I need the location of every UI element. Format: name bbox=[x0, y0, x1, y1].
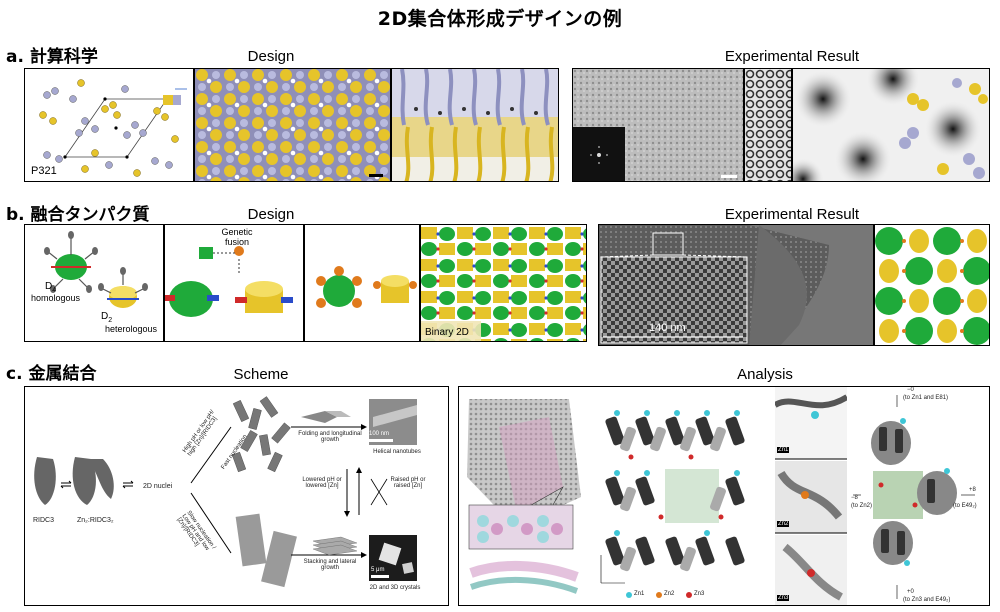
crystal-model bbox=[875, 225, 989, 345]
side-view-image bbox=[392, 69, 558, 181]
crystals-label: 2D and 3D crystals bbox=[369, 585, 421, 591]
plus8-label: +8 bbox=[969, 487, 976, 493]
helical-nanotubes-label: Helical nanotubes bbox=[373, 449, 421, 455]
legend-zn2: Zn2 bbox=[664, 591, 675, 597]
minus8-label: −8 bbox=[851, 495, 858, 501]
section-a-label: a. 計算科学 bbox=[6, 47, 98, 67]
divider bbox=[390, 69, 392, 181]
tem-image: 140 nm bbox=[599, 225, 873, 345]
divider bbox=[303, 225, 305, 341]
to-zn1-label: (to Zn1 and E81) bbox=[903, 395, 949, 401]
em-zoom-image bbox=[745, 69, 791, 181]
divider bbox=[193, 69, 195, 181]
scale-bar-label: 140 nm bbox=[649, 322, 686, 334]
d2-symbol: D2 bbox=[101, 311, 113, 324]
em-micrograph bbox=[573, 69, 743, 181]
scale-5um: 5 μm bbox=[371, 567, 385, 573]
lattice-diagram: P321 bbox=[25, 69, 193, 181]
section-b-result-panel: 140 nm bbox=[598, 224, 990, 346]
section-a-design-label: Design bbox=[247, 48, 295, 65]
crystal-packing-panel: Zn1 Zn2 Zn3 bbox=[595, 387, 773, 605]
divider bbox=[743, 69, 745, 181]
stacking-label: Stacking and lateral growth bbox=[303, 559, 357, 571]
zn1-panel-label: Zn1 bbox=[777, 447, 790, 453]
binary-2d-lattice: Binary 2D bbox=[421, 225, 586, 341]
fused-components bbox=[305, 225, 419, 341]
genetic-fusion-label: Genetic fusion bbox=[221, 227, 253, 247]
genetic-fusion-svg bbox=[165, 246, 293, 317]
genetic-fusion-step: Genetic fusion bbox=[165, 225, 303, 341]
d4-description: homologous bbox=[31, 293, 81, 303]
symmetry-label: P321 bbox=[31, 165, 57, 177]
lattice-em-svg bbox=[467, 399, 581, 594]
tem-image-svg bbox=[599, 225, 873, 345]
section-c-scheme-panel: RIDC3 Zn₂:RIDC3₂ 2D nuclei High pH or lo… bbox=[24, 386, 449, 606]
section-b-design-panel: D4 homologous D2 heterologous Genetic fu… bbox=[24, 224, 587, 342]
density-map-svg bbox=[793, 69, 989, 181]
scheme-diagram-svg bbox=[34, 396, 417, 588]
page-title: 2D集合体形成デザインの例 bbox=[377, 8, 623, 30]
section-a-result-label: Experimental Result bbox=[724, 48, 860, 65]
scale-100nm: 100 nm bbox=[369, 431, 390, 437]
zn3-panel-label: Zn3 bbox=[777, 595, 790, 601]
nuclei-label: 2D nuclei bbox=[143, 483, 173, 490]
divider bbox=[791, 69, 793, 181]
zinc-sites-panel: Zn1 Zn2 Zn3 bbox=[775, 387, 847, 605]
binary-2d-label: Binary 2D bbox=[425, 327, 469, 338]
section-c-analysis-label: Analysis bbox=[737, 366, 793, 383]
section-b-result-label: Experimental Result bbox=[724, 206, 860, 223]
zn-ridc3-label: Zn₂:RIDC3₂ bbox=[77, 517, 114, 524]
lattice-diagram-svg bbox=[39, 79, 187, 177]
d4-symbol: D4 bbox=[45, 281, 57, 294]
divider bbox=[419, 225, 421, 341]
section-a-result-panel bbox=[572, 68, 990, 182]
section-c-scheme-label: Scheme bbox=[233, 366, 289, 383]
lattice-em-panel bbox=[459, 387, 593, 605]
protein-interaction-svg bbox=[853, 395, 975, 599]
side-view-svg bbox=[392, 69, 558, 181]
section-b-label: b. 融合タンパク質 bbox=[6, 205, 150, 225]
divider bbox=[163, 225, 165, 341]
legend-zn1: Zn1 bbox=[634, 591, 645, 597]
symmetry-building-blocks: D4 homologous D2 heterologous bbox=[25, 225, 163, 341]
divider bbox=[873, 225, 875, 345]
to-e49-label: (to E49₂) bbox=[953, 503, 977, 509]
zn2-panel-label: Zn2 bbox=[777, 521, 790, 527]
density-map bbox=[793, 69, 989, 181]
lowered-label: Lowered pH or lowered [Zn] bbox=[302, 477, 342, 489]
section-c-label: c. 金属結合 bbox=[6, 364, 97, 384]
tiled-design-svg bbox=[195, 69, 390, 181]
fused-components-svg bbox=[316, 266, 417, 308]
minus0-label: −0 bbox=[907, 387, 914, 393]
em-zoom-svg bbox=[745, 69, 791, 181]
protein-interaction-panel: −0 (to Zn1 and E81) −8 (to Zn2) +8 (to E… bbox=[851, 387, 989, 605]
plus0-label: +0 bbox=[907, 589, 914, 595]
crystal-packing-svg bbox=[600, 410, 745, 598]
binary-2d-svg bbox=[421, 225, 586, 341]
zinc-sites-svg bbox=[775, 387, 847, 605]
section-b-design-label: Design bbox=[247, 206, 295, 223]
d2-description: heterologous bbox=[105, 324, 158, 334]
to-zn3-label: (to Zn3 and E49₂) bbox=[903, 597, 951, 603]
legend-zn3: Zn3 bbox=[694, 591, 705, 597]
ridc3-label: RIDC3 bbox=[33, 517, 55, 524]
to-zn2-label: (to Zn2) bbox=[851, 503, 873, 509]
section-a-design-panel: P321 bbox=[24, 68, 559, 182]
crystal-model-svg bbox=[875, 225, 989, 345]
tiled-design-image bbox=[195, 69, 390, 181]
building-blocks-svg bbox=[44, 231, 148, 308]
section-c-analysis-panel: Zn1 Zn2 Zn3 Zn1 Zn2 Zn3 bbox=[458, 386, 990, 606]
em-micrograph-svg bbox=[573, 69, 743, 181]
raised-label: Raised pH or raised [Zn] bbox=[390, 477, 426, 489]
folding-label: Folding and longitudinal growth bbox=[298, 431, 362, 443]
